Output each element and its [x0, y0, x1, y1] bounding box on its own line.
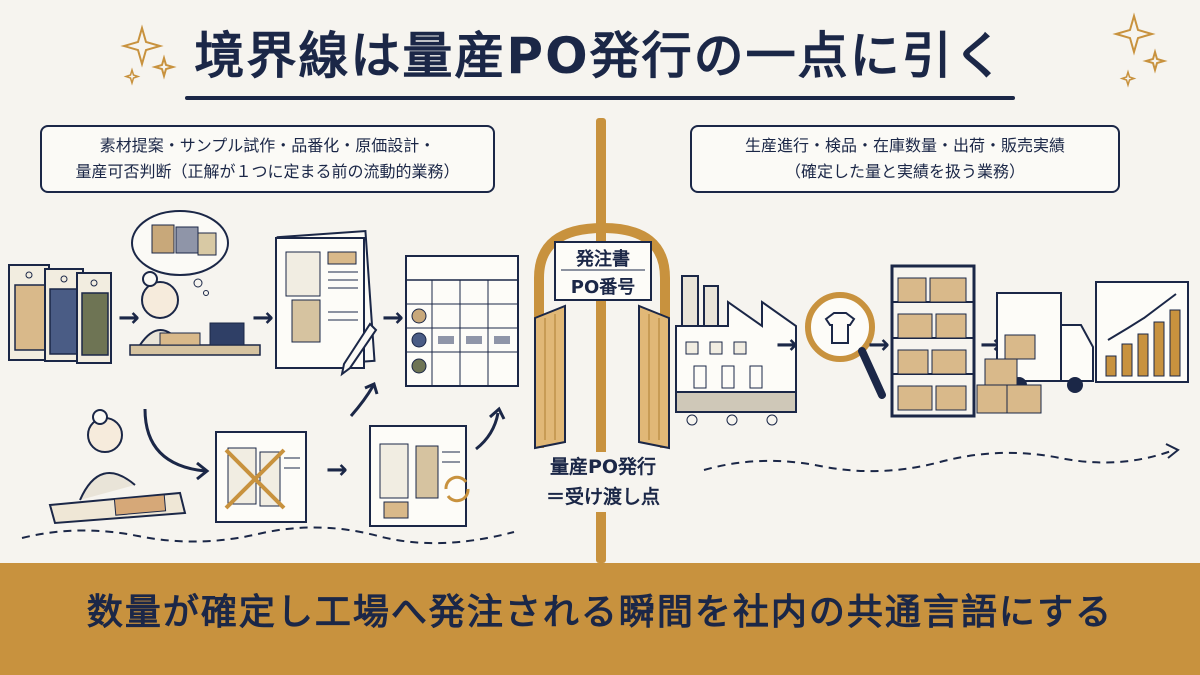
right-note-line1: 生産進行・検品・在庫数量・出荷・販売実績: [744, 136, 1065, 155]
flow-arrow: →: [118, 303, 140, 333]
flow-arrow: →: [252, 303, 274, 333]
refresh-icon: [444, 475, 470, 503]
flow-arrow: →: [776, 330, 798, 360]
flow-arrow: →: [382, 303, 404, 333]
factory-icon: [675, 275, 797, 426]
left-note-line2: 量産可否判断（正解が１つに定まる前の流動的業務）: [75, 162, 460, 181]
handoff-label-line1: 量産PO発行: [549, 456, 657, 478]
bottom-banner: [0, 563, 1200, 675]
left-phase-note: 素材提案・サンプル試作・品番化・原価設計・ 量産可否判断（正解が１つに定まる前の…: [40, 125, 495, 193]
flow-up-arrow: [349, 381, 379, 417]
flow-curve-arrow: [143, 408, 210, 481]
sewing-worker-icon: [48, 409, 187, 525]
pencil-icon: [340, 322, 378, 377]
gate-sign-line1: 発注書: [576, 249, 630, 270]
wavy-dashed-arrow: [703, 443, 1180, 473]
handoff-label: 量産PO発行 ＝受け渡し点: [533, 452, 673, 512]
gate-sign-line2: PO番号: [570, 277, 636, 298]
left-note-line1: 素材提案・サンプル試作・品番化・原価設計・: [99, 136, 436, 155]
page-title: 境界線は量産PO発行の一点に引く: [194, 27, 1006, 85]
cost-table-icon: [405, 255, 519, 387]
sparkle-icon: [1112, 12, 1168, 88]
magnifier-inspection-icon: [805, 292, 886, 399]
gate-sign: 発注書 PO番号: [555, 246, 651, 302]
flow-arrow: →: [326, 455, 348, 485]
right-phase-note: 生産進行・検品・在庫数量・出荷・販売実績 （確定した量と実績を扱う業務）: [690, 125, 1120, 193]
thinking-designer-icon: [129, 210, 261, 356]
handoff-label-line2: ＝受け渡し点: [545, 486, 660, 508]
delivery-truck-icon: [976, 292, 1094, 414]
boundary-line: [596, 118, 606, 563]
flow-arrow: →: [868, 330, 890, 360]
rejected-sample-icon: [215, 431, 307, 523]
bottom-message: 数量が確定し工場へ発注される瞬間を社内の共通言語にする: [86, 592, 1114, 633]
flow-up-arrow: [475, 406, 506, 451]
title-underline: [185, 96, 1015, 100]
sparkle-icon: [120, 24, 177, 86]
spec-sheet-icon: [275, 230, 376, 369]
fabric-swatch-icon: [8, 264, 112, 364]
gate-door-icon: [534, 222, 670, 450]
right-note-line2: （確定した量と実績を扱う業務）: [784, 162, 1025, 181]
revised-sample-icon: [369, 425, 467, 527]
wavy-dashed-line: [21, 526, 515, 545]
sales-chart-icon: [1095, 281, 1189, 383]
warehouse-shelf-icon: [890, 264, 976, 418]
